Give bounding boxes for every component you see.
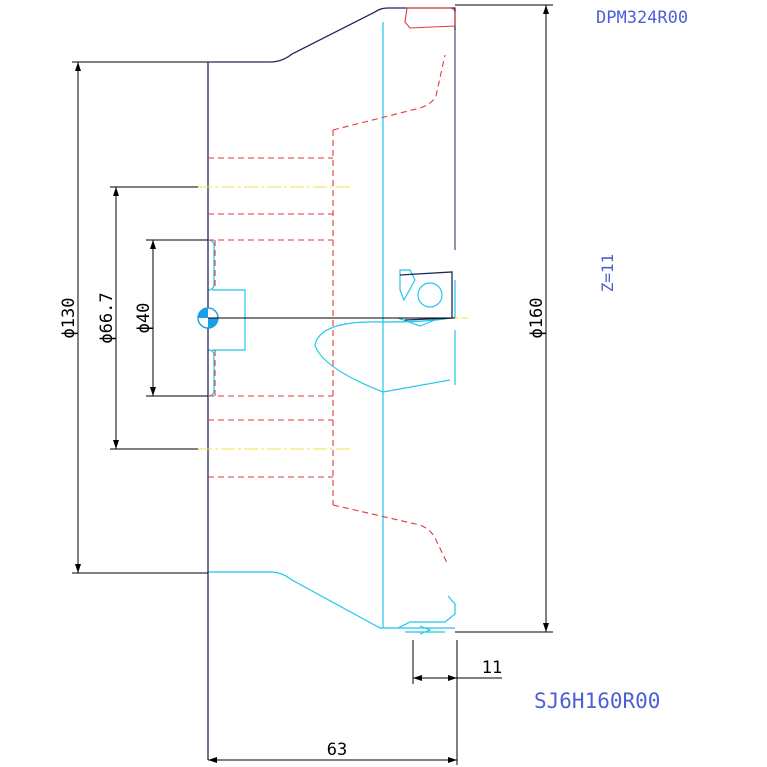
cutter-outline	[207, 7, 456, 760]
insert-top	[404, 7, 456, 29]
hidden-lines	[208, 54, 449, 566]
dimension-lines	[72, 4, 553, 765]
top-right-code: DPM324R00	[596, 8, 688, 28]
dimension-d40: ϕ40	[134, 303, 154, 334]
cutter-body	[207, 22, 456, 635]
dimension-d160: ϕ160	[527, 298, 547, 339]
dimension-d66: ϕ66.7	[97, 292, 117, 343]
part-code: SJ6H160R00	[534, 689, 660, 713]
dimension-w63: 63	[327, 740, 347, 760]
dimension-d130: ϕ130	[59, 298, 79, 339]
teeth-count: Z=11	[598, 254, 617, 293]
dimension-w11: 11	[482, 658, 502, 678]
